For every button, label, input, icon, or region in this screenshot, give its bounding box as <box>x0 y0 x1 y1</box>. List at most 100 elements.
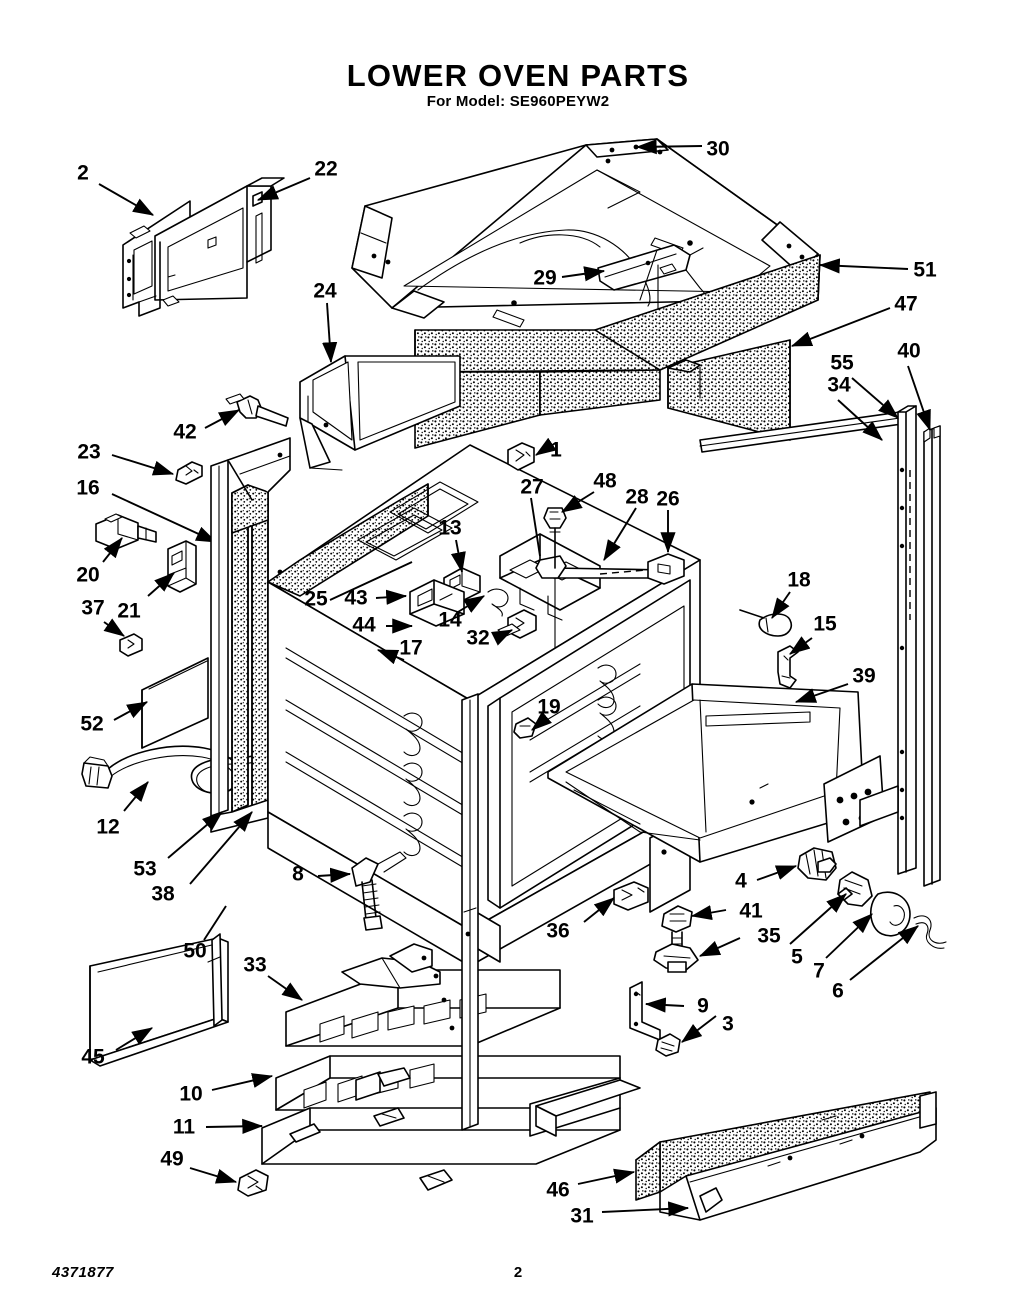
leader-40 <box>908 366 930 432</box>
callout-7: 7 <box>813 959 825 983</box>
leader-30 <box>635 139 702 155</box>
callout-31: 31 <box>570 1204 594 1228</box>
callout-39: 39 <box>852 664 876 688</box>
leader-12 <box>124 781 148 811</box>
callout-45: 45 <box>81 1045 105 1069</box>
leader-18 <box>772 592 790 619</box>
part-37-clip <box>120 634 142 656</box>
leader-45 <box>116 1028 153 1050</box>
callout-20: 20 <box>76 563 100 587</box>
callout-1: 1 <box>550 438 562 462</box>
leader-10 <box>212 1073 274 1090</box>
callout-12: 12 <box>96 815 120 839</box>
part-45-kick-panel <box>90 938 228 1066</box>
latch-assembly-27-48-28-26 <box>500 508 684 648</box>
callout-36: 36 <box>546 919 570 943</box>
callout-5: 5 <box>791 945 803 969</box>
callout-22: 22 <box>314 157 338 181</box>
callout-42: 42 <box>173 420 197 444</box>
callout-41: 41 <box>739 899 763 923</box>
leader-36 <box>584 898 615 922</box>
part-36-bracket <box>614 882 648 910</box>
callout-49: 49 <box>160 1147 184 1171</box>
callout-13: 13 <box>438 516 462 540</box>
part-43-terminal-block <box>410 580 464 626</box>
callout-26: 26 <box>656 487 680 511</box>
callout-44: 44 <box>352 613 376 637</box>
leader-13 <box>450 540 466 574</box>
part-15-hook-clip <box>778 646 798 688</box>
callout-48: 48 <box>593 469 617 493</box>
callout-43: 43 <box>344 586 368 610</box>
leader-48 <box>561 492 594 512</box>
model-subtitle: For Model: SE960PEYW2 <box>426 93 610 110</box>
leader-9 <box>644 997 684 1013</box>
callout-50: 50 <box>183 939 207 963</box>
leader-52 <box>114 702 149 720</box>
callout-33: 33 <box>243 953 267 977</box>
callout-29: 29 <box>533 266 557 290</box>
parts-9-3-bracket-screw <box>630 982 680 1056</box>
leader-1 <box>535 437 557 455</box>
callout-24: 24 <box>313 279 337 303</box>
leader-47 <box>790 308 890 346</box>
leader-5 <box>790 893 847 944</box>
part-33-drawer-support <box>286 944 560 1046</box>
footer-part-number: 4371877 <box>52 1264 114 1281</box>
leader-22 <box>256 178 310 200</box>
leader-32 <box>490 630 514 646</box>
leader-34 <box>838 400 883 441</box>
leader-11 <box>206 1118 264 1134</box>
leader-16 <box>112 494 218 542</box>
leader-19 <box>531 711 552 731</box>
callout-11: 11 <box>172 1115 196 1139</box>
leader-4 <box>757 866 798 880</box>
part-49-clip <box>238 1170 268 1196</box>
leader-14 <box>458 596 485 613</box>
part-20-switch <box>96 514 156 549</box>
part-24-shelf <box>300 356 460 470</box>
callout-15: 15 <box>813 612 837 636</box>
leader-41 <box>690 905 726 921</box>
callout-4: 4 <box>735 869 747 893</box>
leader-53 <box>168 811 223 858</box>
callout-9: 9 <box>697 994 709 1018</box>
leader-38 <box>190 811 253 884</box>
leader-50 <box>204 906 226 940</box>
callout-28: 28 <box>625 485 649 509</box>
callout-53: 53 <box>133 857 157 881</box>
part-2-22-assembly <box>123 178 284 316</box>
callout-46: 46 <box>546 1178 570 1202</box>
leader-3 <box>681 1016 716 1042</box>
callout-17: 17 <box>399 636 423 660</box>
leader-6 <box>850 926 919 980</box>
callout-30: 30 <box>706 137 730 161</box>
part-19-screw <box>514 718 536 738</box>
callout-18: 18 <box>787 568 811 592</box>
callout-3: 3 <box>722 1012 734 1036</box>
leader-51 <box>818 258 908 274</box>
part-8-spring <box>352 852 406 930</box>
leader-21 <box>148 572 175 596</box>
leader-31 <box>602 1201 690 1217</box>
part-18-lamp <box>740 610 791 636</box>
callout-38: 38 <box>151 882 175 906</box>
page-title: LOWER OVEN PARTS <box>346 58 690 93</box>
callout-32: 32 <box>466 626 490 650</box>
leader-55 <box>852 378 899 419</box>
leader-39 <box>794 684 848 702</box>
callout-37: 37 <box>81 596 105 620</box>
leader-27 <box>531 498 540 556</box>
callout-52: 52 <box>80 712 104 736</box>
leader-24 <box>322 303 338 364</box>
callout-25: 25 <box>304 587 328 611</box>
leader-46 <box>578 1168 636 1184</box>
callout-19: 19 <box>537 695 561 719</box>
callout-34: 34 <box>827 373 851 397</box>
leader-35 <box>698 938 740 956</box>
callout-35: 35 <box>757 924 781 948</box>
leader-25 <box>330 562 412 600</box>
part-30-oven-top <box>352 139 818 327</box>
